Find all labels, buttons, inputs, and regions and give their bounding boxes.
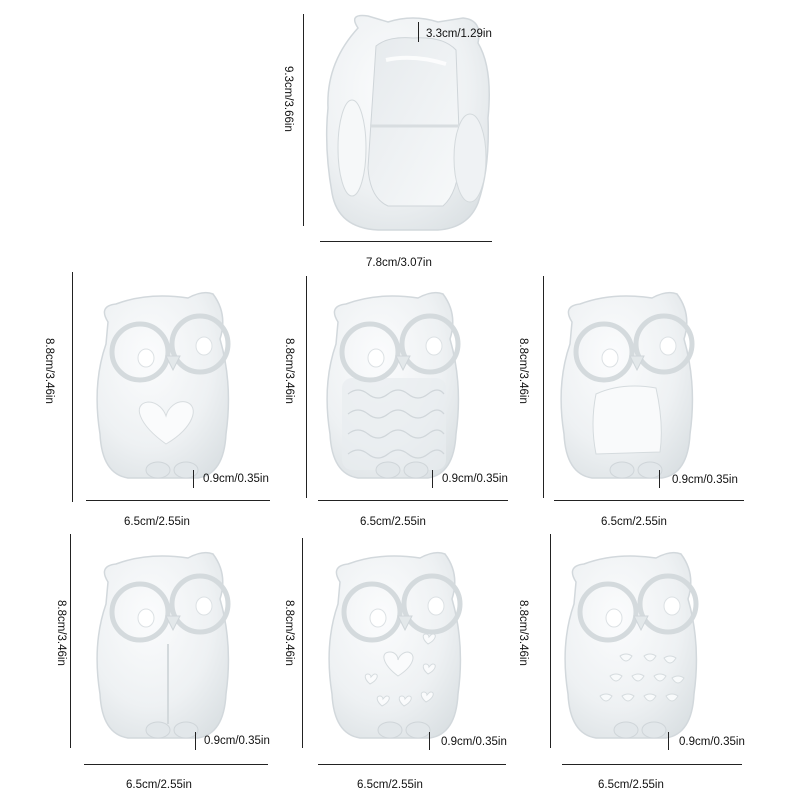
box-mold-image [325, 14, 490, 231]
mold-3-thickness-label: 0.9cm/0.35in [672, 474, 738, 486]
mold-4-height-line [70, 534, 71, 748]
mold-3-width-label: 6.5cm/2.55in [601, 516, 667, 528]
mold-2-width-line [318, 500, 508, 501]
mold-6-thickness-label: 0.9cm/0.35in [679, 736, 745, 748]
mold-1-thickness-label: 0.9cm/0.35in [203, 473, 269, 485]
mold-3-width-line [554, 500, 744, 501]
mold-1-width-line [86, 500, 270, 501]
mold-5-height-label: 8.8cm/3.46in [283, 600, 295, 666]
top-width-line [320, 241, 492, 242]
mold-6-height-line [550, 534, 551, 748]
mold-5-thickness-label: 0.9cm/0.35in [441, 736, 507, 748]
mold-3-thickness-tick [659, 470, 660, 488]
mold-1-thickness-tick [193, 470, 194, 488]
mold-1-height-line [72, 272, 73, 502]
top-depth-label: 3.3cm/1.29in [426, 28, 492, 40]
mold-5-width-line [318, 764, 506, 765]
mold-4-width-line [84, 764, 268, 765]
top-depth-tick [418, 22, 419, 42]
owl-mold-hearts [328, 551, 463, 739]
mold-6-width-line [562, 764, 742, 765]
mold-5-height-line [302, 538, 303, 748]
mold-1-width-label: 6.5cm/2.55in [124, 516, 190, 528]
owl-mold-feathers [564, 551, 699, 739]
top-height-label: 9.3cm/3.66in [282, 66, 294, 132]
mold-4-height-label: 8.8cm/3.46in [55, 600, 67, 666]
mold-5-width-label: 6.5cm/2.55in [357, 779, 423, 791]
mold-2-width-label: 6.5cm/2.55in [360, 516, 426, 528]
mold-6-height-label: 8.8cm/3.46in [517, 600, 529, 666]
top-height-line [303, 14, 304, 226]
mold-3-height-label: 8.8cm/3.46in [517, 338, 529, 404]
mold-5-thickness-tick [429, 732, 430, 750]
owl-mold-textured [326, 291, 461, 479]
mold-4-thickness-label: 0.9cm/0.35in [204, 735, 270, 747]
mold-2-height-line [306, 276, 307, 498]
owl-mold-wings [96, 551, 231, 739]
top-width-label: 7.8cm/3.07in [366, 257, 432, 269]
mold-4-thickness-tick [195, 732, 196, 750]
mold-2-thickness-label: 0.9cm/0.35in [442, 473, 508, 485]
owl-mold-heart [96, 291, 231, 479]
mold-6-width-label: 6.5cm/2.55in [598, 779, 664, 791]
mold-1-height-label: 8.8cm/3.46in [43, 338, 55, 404]
mold-2-thickness-tick [432, 470, 433, 488]
mold-6-thickness-tick [668, 732, 669, 750]
mold-4-width-label: 6.5cm/2.55in [126, 779, 192, 791]
mold-2-height-label: 8.8cm/3.46in [283, 338, 295, 404]
owl-mold-belly [560, 291, 695, 479]
mold-3-height-line [543, 276, 544, 498]
